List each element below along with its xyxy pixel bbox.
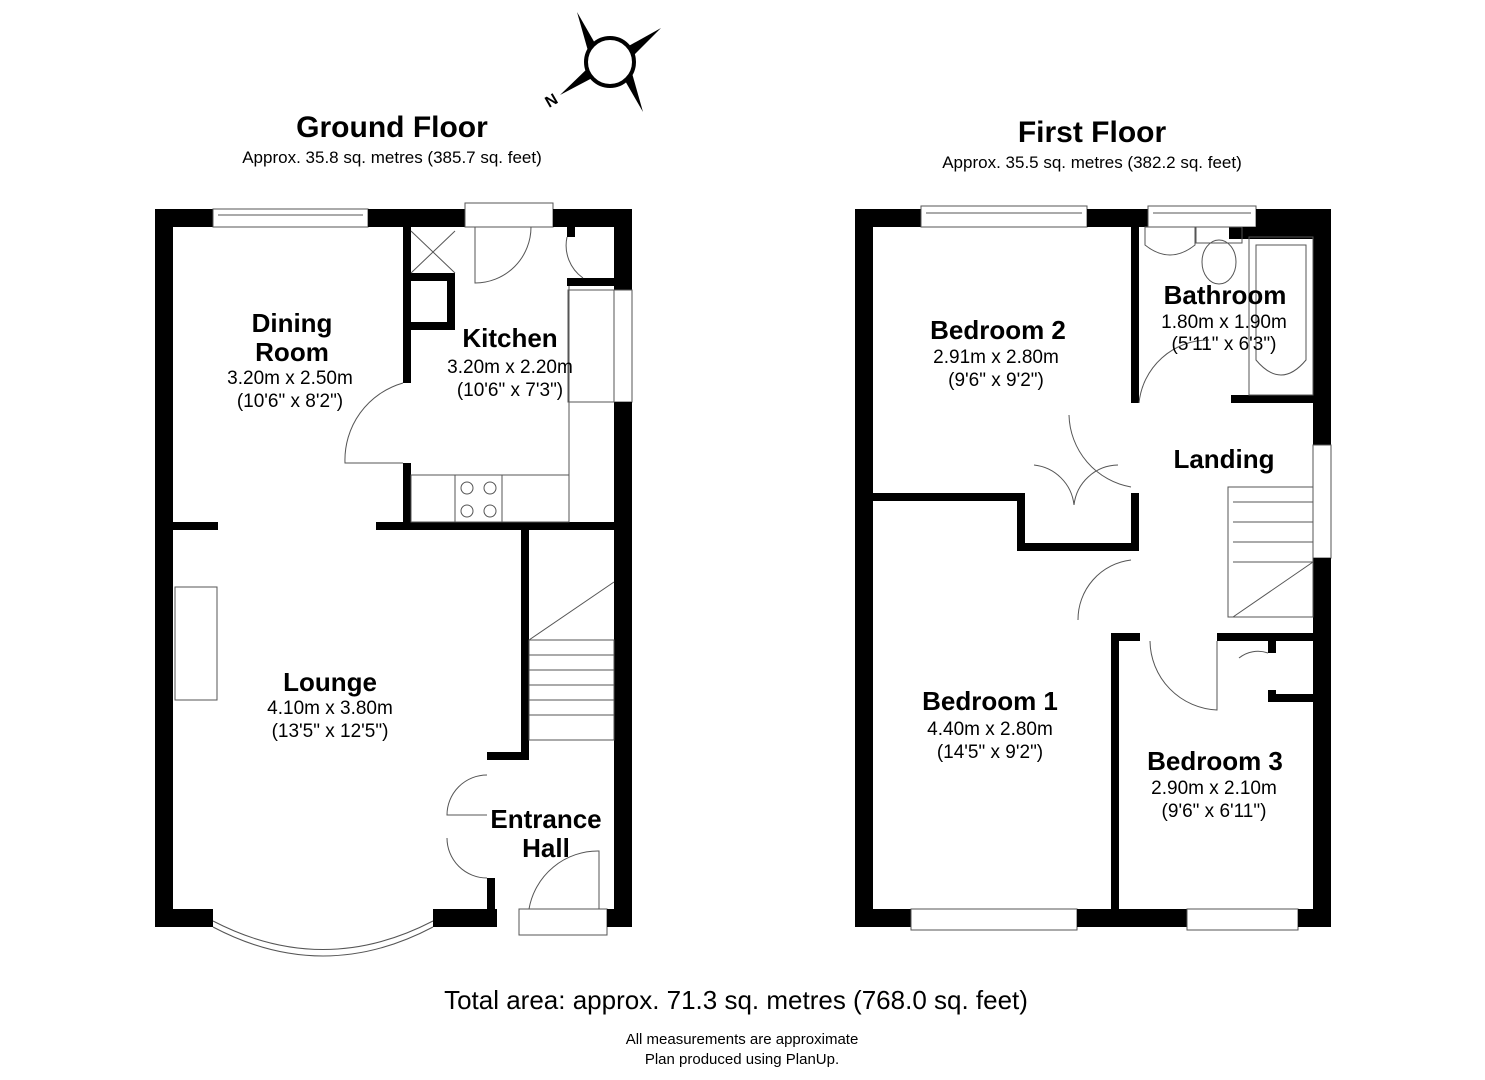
dining-room-label: Dining — [252, 308, 333, 338]
kitchen-label: Kitchen — [462, 323, 557, 353]
measurement-note: All measurements are approximate — [626, 1031, 859, 1048]
first-floor-plan — [855, 205, 1332, 931]
bedroom-3-metric: 2.90m x 2.10m — [1151, 778, 1277, 799]
kitchen-imperial: (10'6" x 7'3") — [457, 380, 563, 401]
entrance-hall-label: Entrance — [490, 804, 601, 834]
lounge-imperial: (13'5" x 12'5") — [272, 721, 389, 742]
first-floor-title: First Floor — [1018, 116, 1167, 149]
compass-icon: N — [543, 12, 661, 112]
bedroom-3-label: Bedroom 3 — [1147, 746, 1283, 776]
bedroom-3-imperial: (9'6" x 6'11") — [1162, 801, 1267, 822]
ground-floor-plan — [155, 202, 633, 957]
lounge-label: Lounge — [283, 667, 377, 697]
bathroom-label: Bathroom — [1164, 280, 1287, 310]
bedroom-1-metric: 4.40m x 2.80m — [927, 719, 1053, 740]
planup-credit: Plan produced using PlanUp. — [645, 1051, 839, 1068]
ground-floor-title: Ground Floor — [296, 111, 488, 144]
bedroom-2-metric: 2.91m x 2.80m — [933, 347, 1059, 368]
first-floor-area: Approx. 35.5 sq. metres (382.2 sq. feet) — [942, 153, 1242, 172]
entrance-hall-label-2: Hall — [522, 833, 570, 863]
bathroom-imperial: (5'11" x 6'3") — [1172, 334, 1277, 355]
lounge-metric: 4.10m x 3.80m — [267, 698, 393, 719]
bathroom-metric: 1.80m x 1.90m — [1161, 312, 1287, 333]
landing-label: Landing — [1173, 444, 1274, 474]
total-area: Total area: approx. 71.3 sq. metres (768… — [444, 985, 1028, 1015]
kitchen-metric: 3.20m x 2.20m — [447, 357, 573, 378]
compass-north-label: N — [543, 91, 562, 112]
dining-room-label-2: Room — [255, 337, 329, 367]
bedroom-2-label: Bedroom 2 — [930, 315, 1066, 345]
dining-room-imperial: (10'6" x 8'2") — [237, 391, 343, 412]
bedroom-1-imperial: (14'5" x 9'2") — [937, 742, 1043, 763]
dining-room-metric: 3.20m x 2.50m — [227, 368, 353, 389]
ground-floor-area: Approx. 35.8 sq. metres (385.7 sq. feet) — [242, 148, 542, 167]
bedroom-2-imperial: (9'6" x 9'2") — [948, 370, 1044, 391]
bedroom-1-label: Bedroom 1 — [922, 686, 1058, 716]
